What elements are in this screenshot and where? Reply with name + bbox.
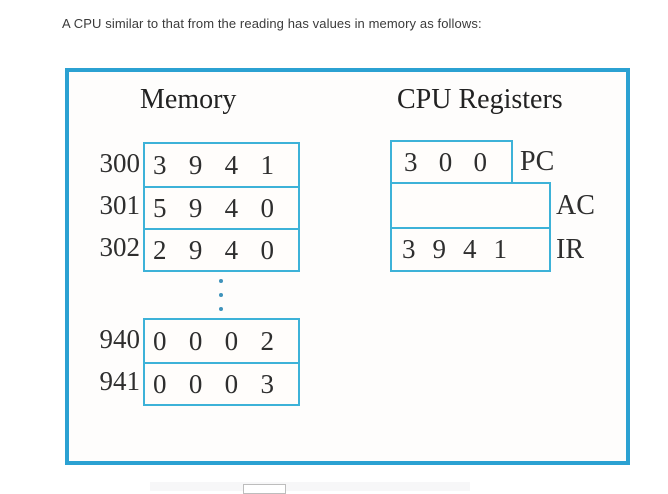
register-ac-label: AC <box>556 190 595 221</box>
memory-digit: 9 <box>188 192 203 223</box>
registers-title: CPU Registers <box>397 84 563 115</box>
register-digit: 0 <box>438 146 453 177</box>
memory-cell-302: 2 9 4 0 <box>145 228 298 270</box>
memory-digit: 4 <box>224 192 239 223</box>
register-pc-label: PC <box>520 146 555 177</box>
register-ir-label: IR <box>556 234 584 265</box>
memory-cell-301: 5 9 4 0 <box>145 186 298 228</box>
memory-table-upper: 3 9 4 1 5 9 4 0 2 9 4 0 <box>143 142 300 272</box>
memory-digit: 0 <box>153 368 167 399</box>
question-text: A CPU similar to that from the reading h… <box>62 16 482 31</box>
memory-digit: 0 <box>188 368 203 399</box>
register-digit: 0 <box>473 146 488 177</box>
memory-cell-941: 0 0 0 3 <box>145 362 298 404</box>
memory-address-940: 940 <box>99 324 141 354</box>
memory-title: Memory <box>140 84 237 115</box>
memory-address-941: 941 <box>99 366 141 396</box>
register-ac-value <box>390 182 551 229</box>
memory-digit: 3 <box>153 149 167 180</box>
register-digit: 9 <box>432 234 447 264</box>
memory-digit: 2 <box>153 234 167 265</box>
memory-address-300: 300 <box>99 148 141 178</box>
memory-digit: 0 <box>153 325 167 356</box>
memory-digit: 0 <box>224 368 239 399</box>
register-pc-value: 3 0 0 <box>390 140 513 184</box>
memory-digit: 2 <box>260 325 274 356</box>
memory-digit: 4 <box>224 234 239 265</box>
memory-address-302: 302 <box>99 232 141 262</box>
register-digit: 1 <box>493 234 508 264</box>
memory-digit: 5 <box>153 192 167 223</box>
memory-digit: 0 <box>260 192 274 223</box>
memory-digit: 1 <box>260 149 274 180</box>
register-ir-value: 3 9 4 1 <box>390 227 551 272</box>
memory-digit: 9 <box>188 149 203 180</box>
memory-digit: 0 <box>188 325 203 356</box>
register-digit: 3 <box>402 234 416 264</box>
cpu-memory-diagram: Memory CPU Registers 300 301 302 940 941… <box>65 68 630 465</box>
register-digit: 3 <box>404 146 418 177</box>
answer-input[interactable] <box>243 484 286 494</box>
answer-area <box>150 482 470 494</box>
memory-digit: 3 <box>260 368 274 399</box>
register-digit: 4 <box>463 234 477 264</box>
memory-digit: 0 <box>260 234 274 265</box>
memory-digit: 9 <box>188 234 203 265</box>
memory-digit: 0 <box>224 325 239 356</box>
memory-cell-300: 3 9 4 1 <box>145 144 298 186</box>
memory-digit: 4 <box>224 149 239 180</box>
memory-cell-940: 0 0 0 2 <box>145 320 298 362</box>
memory-ellipsis-dots-icon <box>219 279 224 311</box>
memory-address-301: 301 <box>99 190 141 220</box>
memory-table-lower: 0 0 0 2 0 0 0 3 <box>143 318 300 406</box>
